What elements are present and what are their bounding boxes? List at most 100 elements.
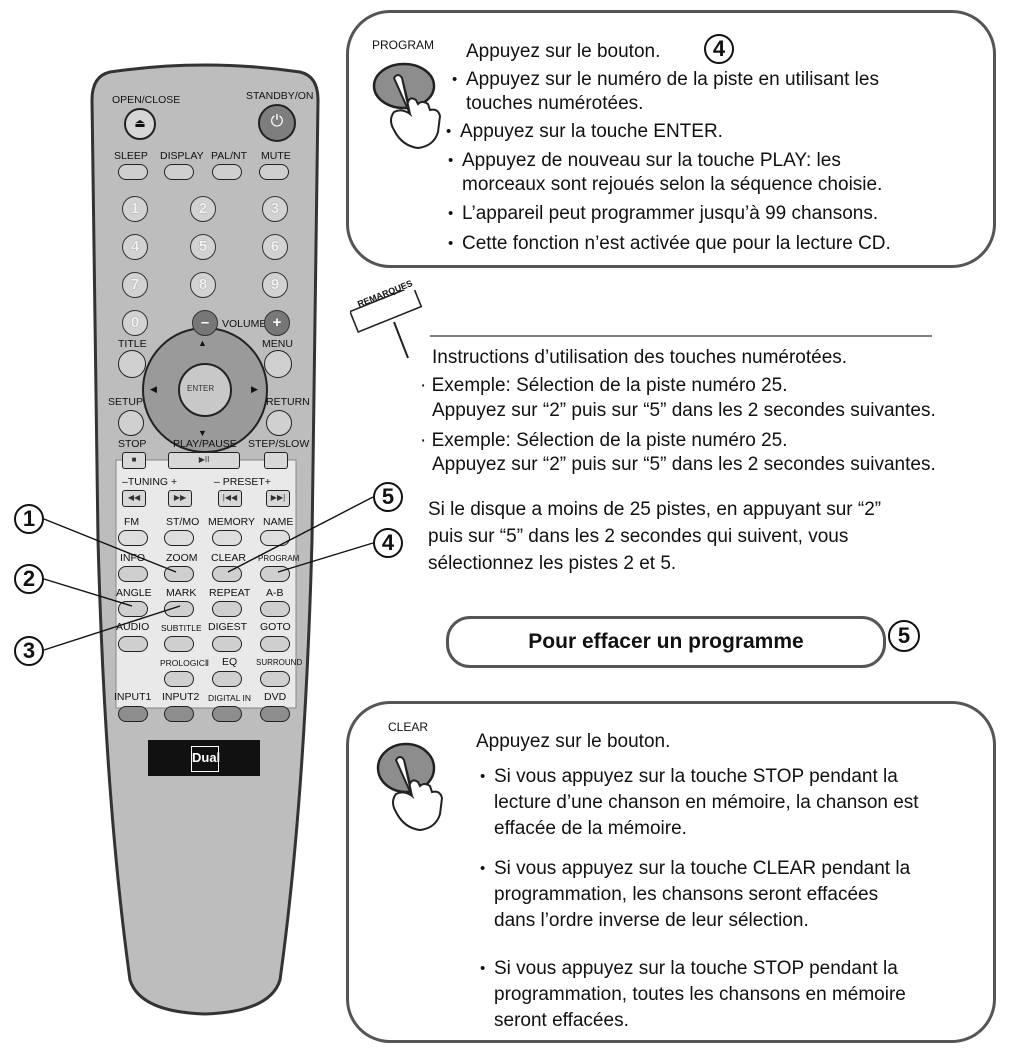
angle-button[interactable] xyxy=(118,601,148,617)
repeat-button[interactable] xyxy=(212,601,242,617)
name-label: NAME xyxy=(263,516,294,528)
sleep-label: SLEEP xyxy=(114,150,148,162)
number-button-7[interactable]: 7 xyxy=(122,272,148,298)
info-button[interactable] xyxy=(118,566,148,582)
input1-button[interactable] xyxy=(118,706,148,722)
program-label: PROGRAM xyxy=(258,554,300,563)
rewind-icon: ◀◀ xyxy=(127,493,141,502)
arrow-down-icon[interactable]: ▼ xyxy=(198,428,207,438)
display-button[interactable] xyxy=(164,164,194,180)
pal-nt-label: PAL/NT xyxy=(211,150,247,162)
digest-button[interactable] xyxy=(212,636,242,652)
angle-label: ANGLE xyxy=(116,587,152,599)
input2-label: INPUT2 xyxy=(162,691,200,703)
title-button[interactable] xyxy=(118,350,146,378)
volume-down-button[interactable]: – xyxy=(192,310,218,336)
digital-in-button[interactable] xyxy=(212,706,242,722)
tuning-up-button[interactable]: ▶▶ xyxy=(168,490,192,507)
number-button-4[interactable]: 4 xyxy=(122,234,148,260)
st-mo-button[interactable] xyxy=(164,530,194,546)
preset-up-button[interactable]: ▶▶| xyxy=(266,490,290,507)
title-label: TITLE xyxy=(118,338,147,350)
skip-back-icon: |◀◀ xyxy=(222,493,238,502)
callout-lines xyxy=(43,496,374,651)
st-mo-label: ST/MO xyxy=(166,516,200,528)
surround-label: SURROUND xyxy=(256,658,303,667)
memory-button[interactable] xyxy=(212,530,242,546)
clear-line-2: lecture d’une chanson en mémoire, la cha… xyxy=(494,792,919,813)
number-button-5[interactable]: 5 xyxy=(190,234,216,260)
number-button-1[interactable]: 1 xyxy=(122,196,148,222)
tuning-down-button[interactable]: ◀◀ xyxy=(122,490,146,507)
volume-up-button[interactable]: + xyxy=(264,310,290,336)
program-bullet-1: Appuyez sur le numéro de la piste en uti… xyxy=(452,68,879,92)
erase-program-heading-text: Pour effacer un programme xyxy=(528,630,804,653)
step-slow-button[interactable] xyxy=(264,452,288,469)
callout-1: 1 xyxy=(14,504,44,534)
remarks-note-line-3: sélectionnez les pistes 2 et 5. xyxy=(428,553,677,574)
audio-button[interactable] xyxy=(118,636,148,652)
dvd-label: DVD xyxy=(264,691,287,703)
return-button[interactable] xyxy=(266,410,292,436)
standby-on-label: STANDBY/ON xyxy=(246,90,314,102)
preset-down-button[interactable]: |◀◀ xyxy=(218,490,242,507)
program-bullet-4: L’appareil peut programmer jusqu’à 99 ch… xyxy=(448,202,878,226)
volume-label: VOLUME xyxy=(222,318,267,330)
zoom-label: ZOOM xyxy=(166,552,198,564)
stop-button[interactable]: ■ xyxy=(122,452,146,469)
program-bullet-2: Appuyez sur la touche ENTER. xyxy=(446,120,723,144)
menu-button[interactable] xyxy=(264,350,292,378)
input2-button[interactable] xyxy=(164,706,194,722)
number-button-8[interactable]: 8 xyxy=(190,272,216,298)
remarks-example-2: · Exemple: Sélection de la piste numéro … xyxy=(420,430,788,451)
mute-button[interactable] xyxy=(259,164,289,180)
setup-button[interactable] xyxy=(118,410,144,436)
fm-button[interactable] xyxy=(118,530,148,546)
prologic-button[interactable] xyxy=(164,671,194,687)
surround-button[interactable] xyxy=(260,671,290,687)
enter-button[interactable]: ENTER xyxy=(187,384,215,393)
power-icon: ⏻ xyxy=(270,113,284,130)
remarks-heading: Instructions d’utilisation des touches n… xyxy=(432,347,848,368)
arrow-left-icon[interactable]: ◀ xyxy=(150,384,157,394)
eq-button[interactable] xyxy=(212,671,242,687)
remarks-sign-graphic xyxy=(350,290,932,359)
arrow-right-icon[interactable]: ▶ xyxy=(251,384,258,394)
pal-nt-button[interactable] xyxy=(212,164,242,180)
info-label: INFO xyxy=(120,552,146,564)
remarks-example-2-detail: Appuyez sur “2” puis sur “5” dans les 2 … xyxy=(432,454,936,475)
number-button-3[interactable]: 3 xyxy=(262,196,288,222)
program-bullet-3: Appuyez de nouveau sur la touche PLAY: l… xyxy=(448,149,841,173)
subtitle-button[interactable] xyxy=(164,636,194,652)
clear-line-7: Si vous appuyez sur la touche STOP penda… xyxy=(480,957,898,981)
a-b-label: A-B xyxy=(266,587,284,599)
stop-label: STOP xyxy=(118,438,147,450)
play-pause-button[interactable]: ▶II xyxy=(168,452,240,469)
name-button[interactable] xyxy=(260,530,290,546)
tuning-label: –TUNING + xyxy=(122,476,178,488)
remarks-note-line-1: Si le disque a moins de 25 pistes, en ap… xyxy=(428,499,882,520)
sleep-button[interactable] xyxy=(118,164,148,180)
number-button-6[interactable]: 6 xyxy=(262,234,288,260)
clear-button[interactable] xyxy=(212,566,242,582)
dvd-button[interactable] xyxy=(260,706,290,722)
clear-line-1: Si vous appuyez sur la touche STOP penda… xyxy=(480,765,898,789)
input1-label: INPUT1 xyxy=(114,691,152,703)
power-button[interactable]: ⏻ xyxy=(258,104,296,142)
callout-3: 3 xyxy=(14,636,44,666)
mark-button[interactable] xyxy=(164,601,194,617)
eject-button[interactable]: ⏏ xyxy=(124,108,156,140)
number-button-9[interactable]: 9 xyxy=(262,272,288,298)
eject-icon: ⏏ xyxy=(134,116,146,130)
program-intro: Appuyez sur le bouton. xyxy=(466,41,661,62)
goto-button[interactable] xyxy=(260,636,290,652)
arrow-up-icon[interactable]: ▲ xyxy=(198,338,207,348)
brand-logo: Dual xyxy=(191,746,220,772)
open-close-label: OPEN/CLOSE xyxy=(112,94,181,106)
program-bullet-5: Cette fonction n’est activée que pour la… xyxy=(448,232,891,256)
program-button-label: PROGRAM xyxy=(372,38,435,52)
remarks-note-line-2: puis sur “5” dans les 2 secondes qui sui… xyxy=(428,526,849,547)
number-button-2[interactable]: 2 xyxy=(190,196,216,222)
a-b-button[interactable] xyxy=(260,601,290,617)
number-button-0[interactable]: 0 xyxy=(122,310,148,336)
